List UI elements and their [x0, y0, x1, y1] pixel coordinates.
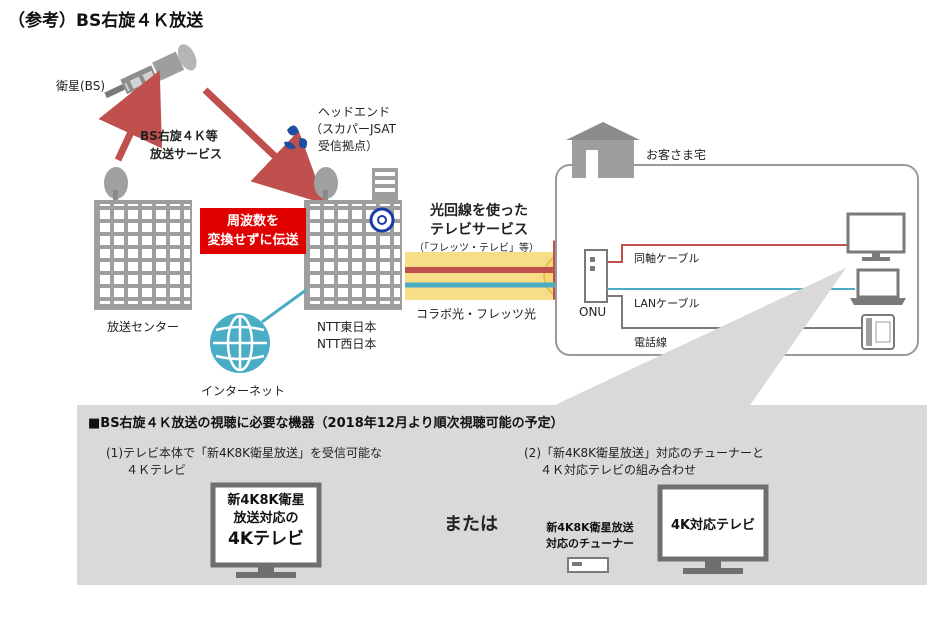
- lan-cable-label: LANケーブル: [634, 297, 700, 310]
- skyperfect-jsat-logo-icon: [284, 125, 308, 150]
- coax-cable-label: 同軸ケーブル: [634, 252, 700, 265]
- internet-label: インターネット: [201, 384, 286, 398]
- headend-label-line1: ヘッドエンド: [318, 105, 391, 119]
- onu-device-icon: [584, 249, 608, 303]
- tv2-label: 4K対応テレビ: [670, 518, 756, 533]
- option2-line1: (2)「新4K8K衛星放送」対応のチューナーと: [524, 446, 765, 460]
- tuner-label: 新4K8K衛星放送 対応のチューナー: [530, 520, 650, 552]
- coax-cable-line: [607, 244, 848, 263]
- zoom-wedge: [555, 268, 846, 405]
- tv1-label-line2: 放送対応の: [233, 511, 299, 526]
- broadcast-center-building-icon: [94, 167, 192, 310]
- option1-line1: (1)テレビ本体で「新4K8K衛星放送」を受信可能な: [106, 446, 383, 460]
- ntt-label-line1: NTT東日本: [317, 320, 377, 334]
- internet-globe-icon: [210, 313, 270, 373]
- tv2-icon: [657, 484, 769, 574]
- internet-link-line: [261, 288, 307, 324]
- tuner-label-line2: 対応のチューナー: [546, 537, 634, 550]
- telephone-icon: [861, 314, 895, 350]
- satellite-label: 衛星(BS): [56, 79, 106, 93]
- collabo-label: コラボ光・フレッツ光: [416, 307, 537, 321]
- home-label: お客さま宅: [646, 148, 707, 162]
- phone-line-label: 電話線: [634, 336, 667, 349]
- broadcast-center-label: 放送センター: [107, 320, 180, 334]
- ntt-building-icon: [304, 167, 402, 310]
- laptop-icon: [850, 268, 906, 305]
- downlink-arrow: [202, 87, 326, 205]
- callout-box: 周波数を 変換せずに伝送: [200, 208, 306, 254]
- fiber-service-sub: （「フレッツ・テレビ」等）: [414, 243, 539, 254]
- headend-label-line2: （スカパーJSAT: [310, 122, 396, 136]
- panel-title: ■BS右旋４Ｋ放送の視聴に必要な機器（2018年12月より順次視聴可能の予定）: [88, 416, 564, 431]
- tv1-icon: [210, 482, 322, 578]
- headend-label-line3: 受信拠点）: [318, 139, 379, 153]
- uplink-arrow: [98, 70, 162, 162]
- option1-line2: ４Ｋテレビ: [126, 463, 187, 477]
- tuner-device-icon: [567, 557, 609, 573]
- satellite-icon: [104, 44, 197, 99]
- fiber-service-title-line2: テレビサービス: [430, 222, 528, 238]
- equipment-panel: [77, 405, 927, 585]
- page-title: （参考）BS右旋４Ｋ放送: [8, 11, 204, 31]
- ntt-label-line2: NTT西日本: [317, 337, 377, 351]
- tv1-label-line1: 新4K8K衛星: [227, 493, 305, 508]
- onu-label: ONU: [579, 305, 607, 319]
- house-icon: [566, 122, 640, 178]
- tuner-label-line1: 新4K8K衛星放送: [546, 521, 634, 534]
- option2-line2: ４Ｋ対応テレビの組み合わせ: [540, 463, 697, 477]
- callout-line2: 変換せずに伝送: [207, 233, 299, 248]
- callout-line1: 周波数を: [226, 214, 279, 229]
- home-tv-icon: [846, 212, 906, 261]
- tv1-label-line3: 4Kテレビ: [227, 529, 304, 549]
- fiber-service-title-line1: 光回線を使った: [430, 203, 528, 219]
- or-label: または: [444, 514, 498, 535]
- ntt-logo-icon: [369, 207, 395, 233]
- service-label-line2: 放送サービス: [150, 147, 223, 161]
- tv1-label: 新4K8K衛星 放送対応の 4Kテレビ: [216, 492, 316, 550]
- service-label-line1: BS右旋４Ｋ等: [140, 129, 218, 143]
